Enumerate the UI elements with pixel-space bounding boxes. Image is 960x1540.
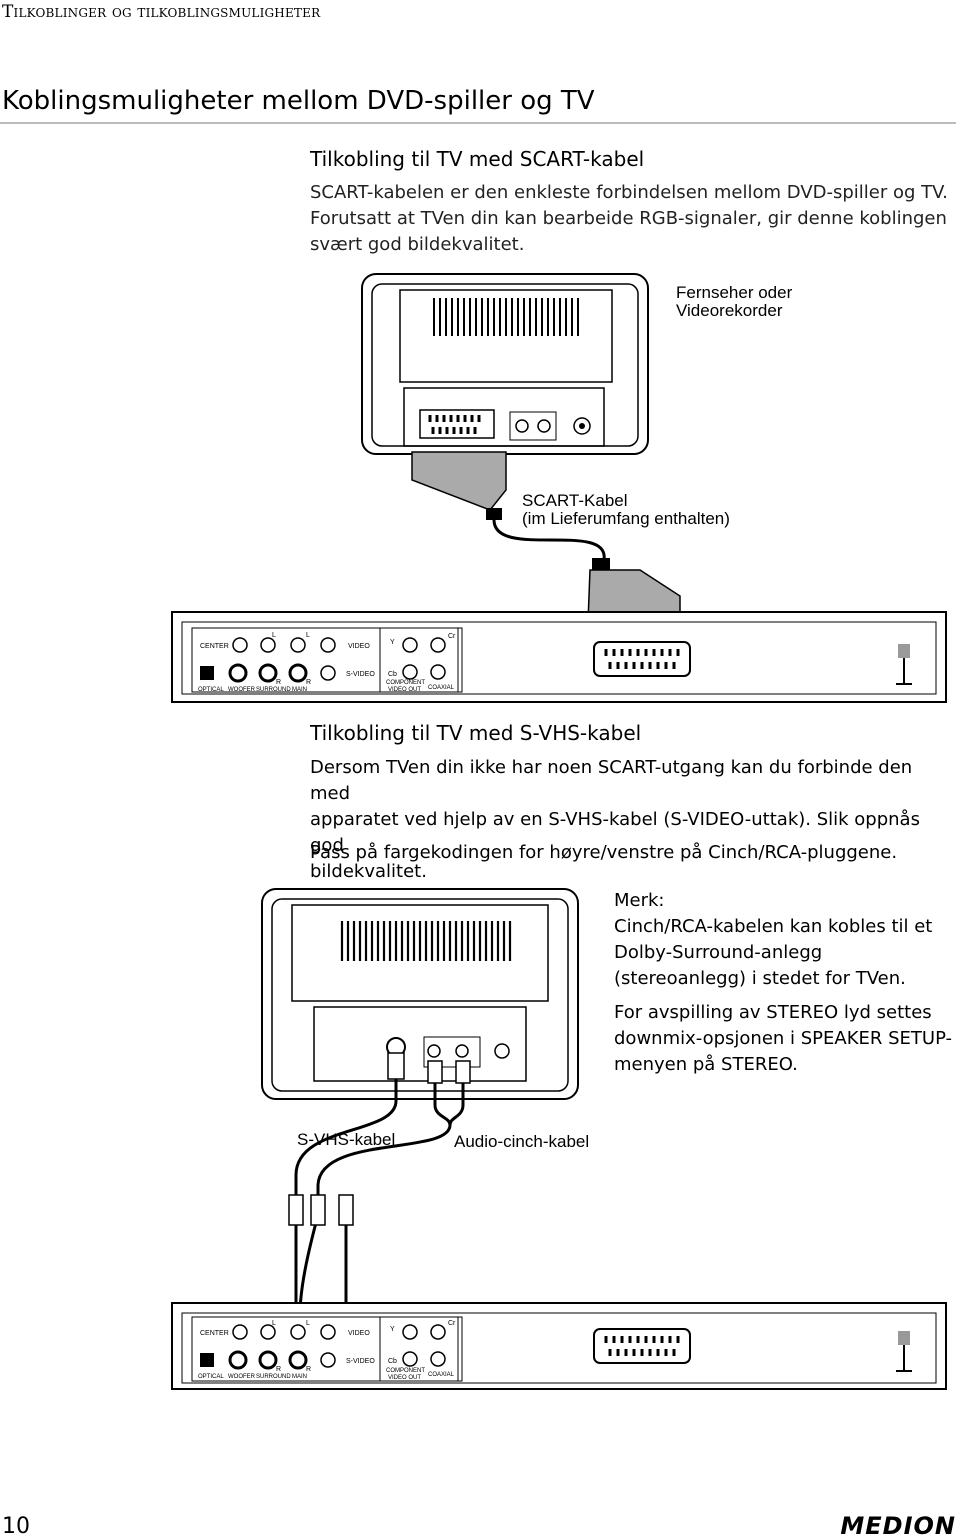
- dvd-back-panel-1: CENTER L L R R OPTICAL WOOFER SURROUND M…: [171, 611, 947, 703]
- tv-label-line1: Fernseher oder: [676, 283, 793, 302]
- svg-text:COMPONENT: COMPONENT: [386, 680, 425, 686]
- note2-line: menyen på STEREO.: [614, 1054, 798, 1075]
- page-number: 10: [2, 1514, 30, 1539]
- svg-text:L: L: [306, 1320, 310, 1327]
- section2-line: Dersom TVen din ikke har noen SCART-utga…: [310, 757, 913, 804]
- medion-logo: MEDION: [840, 1512, 956, 1540]
- svg-text:CENTER: CENTER: [200, 643, 229, 650]
- svg-text:SURROUND: SURROUND: [256, 1374, 291, 1380]
- note-line: Merk:: [614, 890, 665, 911]
- svhs-cable-label: S-VHS-kabel: [297, 1130, 395, 1149]
- svg-text:WOOFER: WOOFER: [228, 1374, 256, 1380]
- section1-line: SCART-kabelen er den enkleste forbindels…: [310, 182, 948, 203]
- svg-text:Cr: Cr: [448, 633, 456, 640]
- svg-text:Cb: Cb: [388, 671, 397, 678]
- scart-cable: [492, 519, 606, 561]
- svg-text:Cr: Cr: [448, 1320, 456, 1327]
- svg-text:Y: Y: [390, 1326, 395, 1333]
- svg-text:OPTICAL: OPTICAL: [198, 687, 224, 693]
- cable-label-line2: (im Lieferumfang enthalten): [522, 509, 730, 528]
- svg-text:MAIN: MAIN: [292, 1374, 307, 1380]
- section2-heading: Tilkobling til TV med S-VHS-kabel: [310, 721, 642, 745]
- section2-line: apparatet ved hjelp av en S-VHS-kabel (S…: [310, 809, 920, 856]
- scart-connection-diagram: Fernseher oder Videorekorder SCART-Kabel…: [171, 273, 947, 703]
- note2-line: downmix-opsjonen i SPEAKER SETUP-: [614, 1028, 953, 1049]
- svhs-connection-diagram: S-VHS-kabel Audio-cinch-kabel CENTER L L…: [171, 888, 947, 1390]
- svg-text:COAXIAL: COAXIAL: [428, 1372, 455, 1378]
- running-header: Tilkoblinger og tilkoblingsmuligheter: [2, 2, 321, 22]
- section1-line: svært god bildekvalitet.: [310, 234, 525, 255]
- svg-text:R: R: [306, 679, 311, 686]
- svg-text:VIDEO: VIDEO: [348, 643, 370, 650]
- svg-text:L: L: [272, 1320, 276, 1327]
- svg-text:COMPONENT: COMPONENT: [386, 1368, 425, 1374]
- svg-text:S-VIDEO: S-VIDEO: [346, 1358, 375, 1365]
- plugs-lower: [288, 1194, 354, 1226]
- svg-text:L: L: [306, 632, 310, 639]
- svg-text:VIDEO OUT: VIDEO OUT: [388, 687, 421, 693]
- svg-text:VIDEO OUT: VIDEO OUT: [388, 1375, 421, 1381]
- tv-label-line2: Videorekorder: [676, 301, 783, 320]
- svg-text:L: L: [272, 632, 276, 639]
- svg-text:CENTER: CENTER: [200, 1330, 229, 1337]
- section1-paragraph: SCART-kabelen er den enkleste forbindels…: [310, 180, 950, 258]
- svg-text:Y: Y: [390, 639, 395, 646]
- svg-text:R: R: [306, 1366, 311, 1373]
- section2-line: bildekvalitet.: [310, 861, 427, 882]
- note-line: (stereoanlegg) i stedet for TVen.: [614, 968, 906, 989]
- side-note: Merk: Cinch/RCA-kabelen kan kobles til e…: [614, 888, 954, 1078]
- svg-text:Cb: Cb: [388, 1358, 397, 1365]
- svg-text:VIDEO: VIDEO: [348, 1330, 370, 1337]
- svg-text:COAXIAL: COAXIAL: [428, 685, 455, 691]
- section1-line: Forutsatt at TVen din kan bearbeide RGB-…: [310, 208, 947, 229]
- section1-heading: Tilkobling til TV med SCART-kabel: [310, 147, 645, 171]
- svg-text:OPTICAL: OPTICAL: [198, 1374, 224, 1380]
- svg-text:MAIN: MAIN: [292, 687, 307, 693]
- section2-color-note: Pass på fargekodingen for høyre/venstre …: [310, 842, 898, 863]
- scart-plug-top: [411, 451, 507, 511]
- audio-cable-label: Audio-cinch-kabel: [454, 1132, 589, 1151]
- svg-text:R: R: [276, 1366, 281, 1373]
- svg-text:S-VIDEO: S-VIDEO: [346, 671, 375, 678]
- cable-label-line1: SCART-Kabel: [522, 491, 628, 510]
- tv-back-illustration-2: [261, 888, 579, 1100]
- section2-paragraph: Dersom TVen din ikke har noen SCART-utga…: [310, 755, 955, 885]
- note2-line: For avspilling av STEREO lyd settes: [614, 1002, 932, 1023]
- note-line: Dolby-Surround-anlegg: [614, 942, 823, 963]
- tv-back-illustration: [361, 273, 649, 455]
- note-line: Cinch/RCA-kabelen kan kobles til et: [614, 916, 933, 937]
- svg-text:WOOFER: WOOFER: [228, 687, 256, 693]
- svg-text:R: R: [276, 679, 281, 686]
- dvd-back-panel-2: CENTER L L R R OPTICAL WOOFER SURROUND M…: [171, 1302, 947, 1390]
- title-rule: [0, 122, 956, 124]
- page-title: Koblingsmuligheter mellom DVD-spiller og…: [2, 86, 595, 116]
- svg-text:SURROUND: SURROUND: [256, 687, 291, 693]
